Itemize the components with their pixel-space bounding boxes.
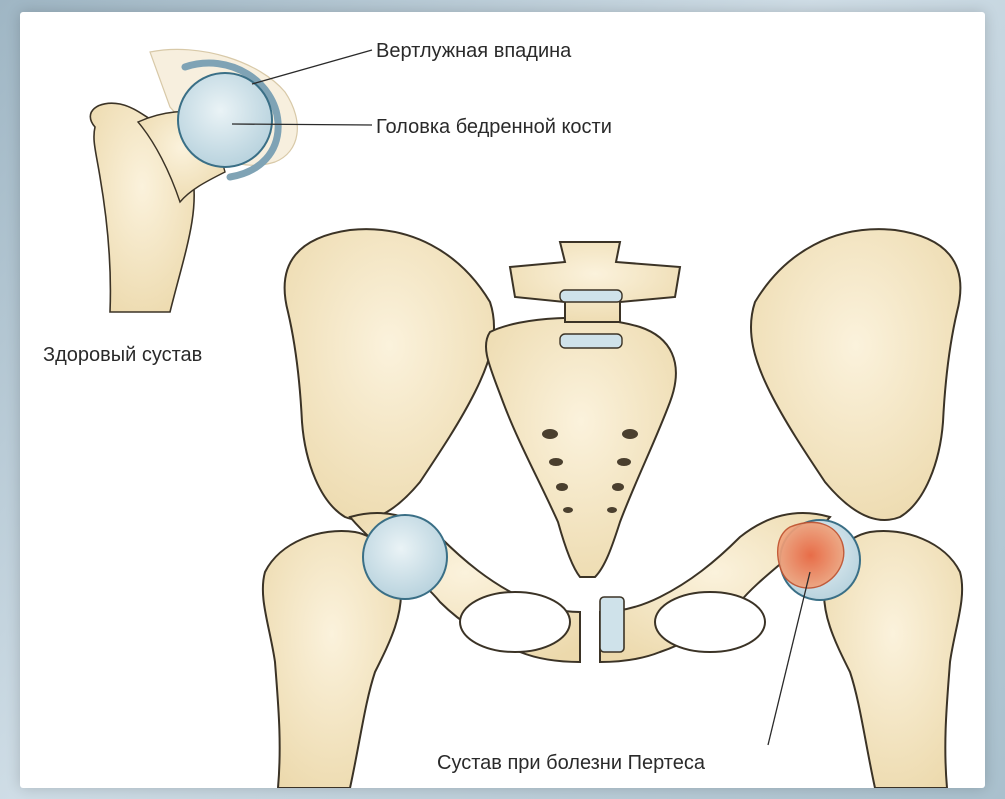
acetabulum-pointer-line <box>252 50 372 84</box>
right-hip-joint-perthes <box>768 520 962 788</box>
left-ilium <box>285 229 494 520</box>
intervertebral-disc <box>560 290 622 302</box>
pubic-symphysis <box>600 597 624 652</box>
femoral-head-label: Головка бедренной кости <box>376 116 612 138</box>
perthes-joint-label: Сустав при болезни Пертеса <box>437 752 705 774</box>
perthes-pointer-line <box>768 572 810 745</box>
left-hip-joint <box>263 515 447 788</box>
acetabulum-label: Вертлужная впадина <box>376 40 571 62</box>
left-obturator-foramen <box>460 592 570 652</box>
sacrum <box>486 318 676 577</box>
healthy-joint-label: Здоровый сустав <box>43 344 202 366</box>
right-ilium <box>751 229 960 520</box>
lumbar-vertebra <box>510 242 680 322</box>
diagram-card: Вертлужная впадина Головка бедренной кос… <box>20 12 985 788</box>
femoral-head <box>178 73 272 167</box>
lumbosacral-disc <box>560 334 622 348</box>
right-obturator-foramen <box>655 592 765 652</box>
left-femoral-head <box>363 515 447 599</box>
